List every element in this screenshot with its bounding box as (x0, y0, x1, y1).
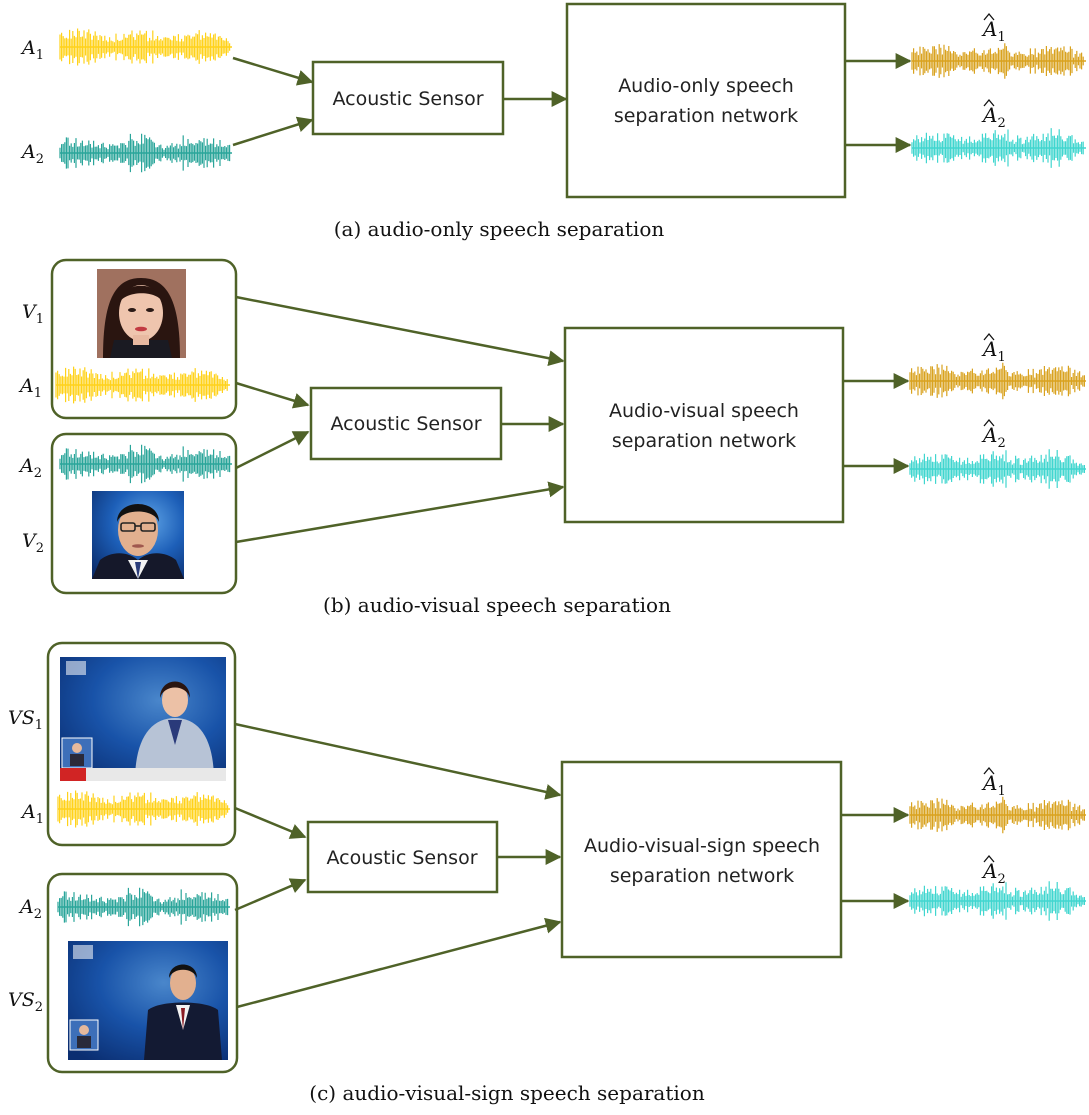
network-box-c (560, 760, 843, 959)
network-box-a (565, 2, 847, 199)
waveform-a2-c (57, 887, 230, 927)
arrow-v2-to-network-b (235, 481, 565, 544)
label-out1-a: A1 (981, 12, 1006, 45)
label-a2-b: A2 (18, 455, 42, 481)
panel-c: VS1 A1 A2 VS2 Acoustic Sensor Audio- (8, 641, 1086, 1105)
label-out2-c: A2 (981, 854, 1006, 887)
caption-b: (b) audio-visual speech separation (323, 593, 671, 617)
acoustic-sensor-label-b: Acoustic Sensor (330, 413, 481, 435)
waveform-out1-a (911, 43, 1086, 79)
svg-text:A2: A2 (981, 103, 1006, 131)
svg-text:A1: A1 (981, 771, 1006, 799)
label-a1: A1 (20, 37, 44, 63)
label-out2-a: A2 (981, 98, 1006, 131)
svg-text:A1: A1 (981, 337, 1006, 365)
label-a2-c: A2 (18, 896, 42, 922)
face-image-v1 (97, 269, 186, 358)
waveform-out1-c (909, 796, 1086, 834)
arrow-a2-to-sensor-b (235, 430, 310, 470)
arrow-vs1-to-network-c (234, 722, 562, 800)
network-label-a-line2: separation network (614, 105, 798, 127)
arrow-a2-to-sensor-c (234, 878, 307, 912)
arrow-a2-to-sensor (232, 116, 314, 147)
face-image-v2 (92, 491, 184, 579)
caption-a: (a) audio-only speech separation (334, 217, 665, 241)
panel-a: A1 A2 Acoustic Sensor Audio-only speech … (20, 2, 1086, 241)
svg-text:A1: A1 (981, 17, 1006, 45)
waveform-a1-c (57, 790, 230, 828)
waveform-out1-b (909, 362, 1086, 400)
svg-text:A2: A2 (981, 423, 1006, 451)
label-vs2: VS2 (8, 989, 43, 1015)
waveform-a2 (59, 133, 232, 173)
network-label-a-line1: Audio-only speech (618, 75, 794, 97)
network-label-c-line2: separation network (610, 865, 794, 887)
label-a1-c: A1 (20, 801, 44, 827)
waveform-out2-b (909, 449, 1086, 489)
waveform-out2-a (911, 128, 1086, 168)
network-label-b-line2: separation network (612, 430, 796, 452)
acoustic-sensor-label-a: Acoustic Sensor (332, 88, 483, 110)
news-frame-vs2 (68, 941, 228, 1060)
svg-text:A2: A2 (981, 859, 1006, 887)
label-out1-b: A1 (981, 332, 1006, 365)
arrow-a1-to-sensor (232, 56, 314, 86)
label-vs1: VS1 (8, 707, 43, 733)
label-out2-b: A2 (981, 418, 1006, 451)
acoustic-sensor-box-c (306, 820, 499, 894)
label-a2: A2 (20, 141, 44, 167)
waveform-a1-b (55, 366, 230, 404)
waveform-a2-b (59, 444, 232, 484)
arrow-vs2-to-network-c (236, 917, 562, 1009)
arrow-a1-to-sensor-c (234, 806, 307, 839)
waveform-out2-c (909, 881, 1086, 921)
network-box-b (563, 326, 845, 524)
news-frame-vs1 (60, 657, 226, 781)
arrow-a1-to-sensor-b (235, 381, 310, 409)
network-label-b-line1: Audio-visual speech (609, 400, 799, 422)
label-v2: V2 (22, 530, 44, 556)
network-label-c-line1: Audio-visual-sign speech (584, 835, 820, 857)
arrow-v1-to-network-b (235, 295, 565, 367)
waveform-a1 (59, 28, 232, 66)
label-out1-c: A1 (981, 766, 1006, 799)
label-a1-b: A1 (18, 375, 42, 401)
label-v1: V1 (22, 301, 44, 327)
acoustic-sensor-label-c: Acoustic Sensor (326, 847, 477, 869)
panel-b: V1 A1 A2 V2 Acoustic Sensor Audio-visual… (18, 258, 1086, 617)
caption-c: (c) audio-visual-sign speech separation (309, 1081, 705, 1105)
